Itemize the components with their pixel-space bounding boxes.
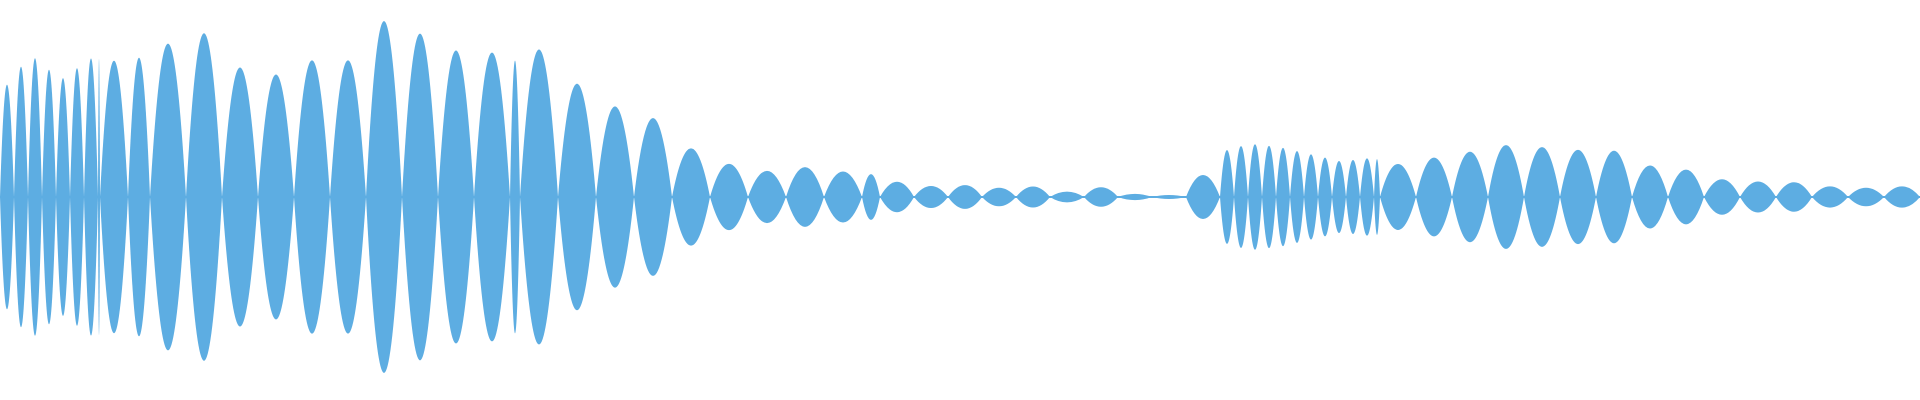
waveform-centerline [0, 196, 1920, 198]
waveform-lobes [0, 21, 1920, 373]
